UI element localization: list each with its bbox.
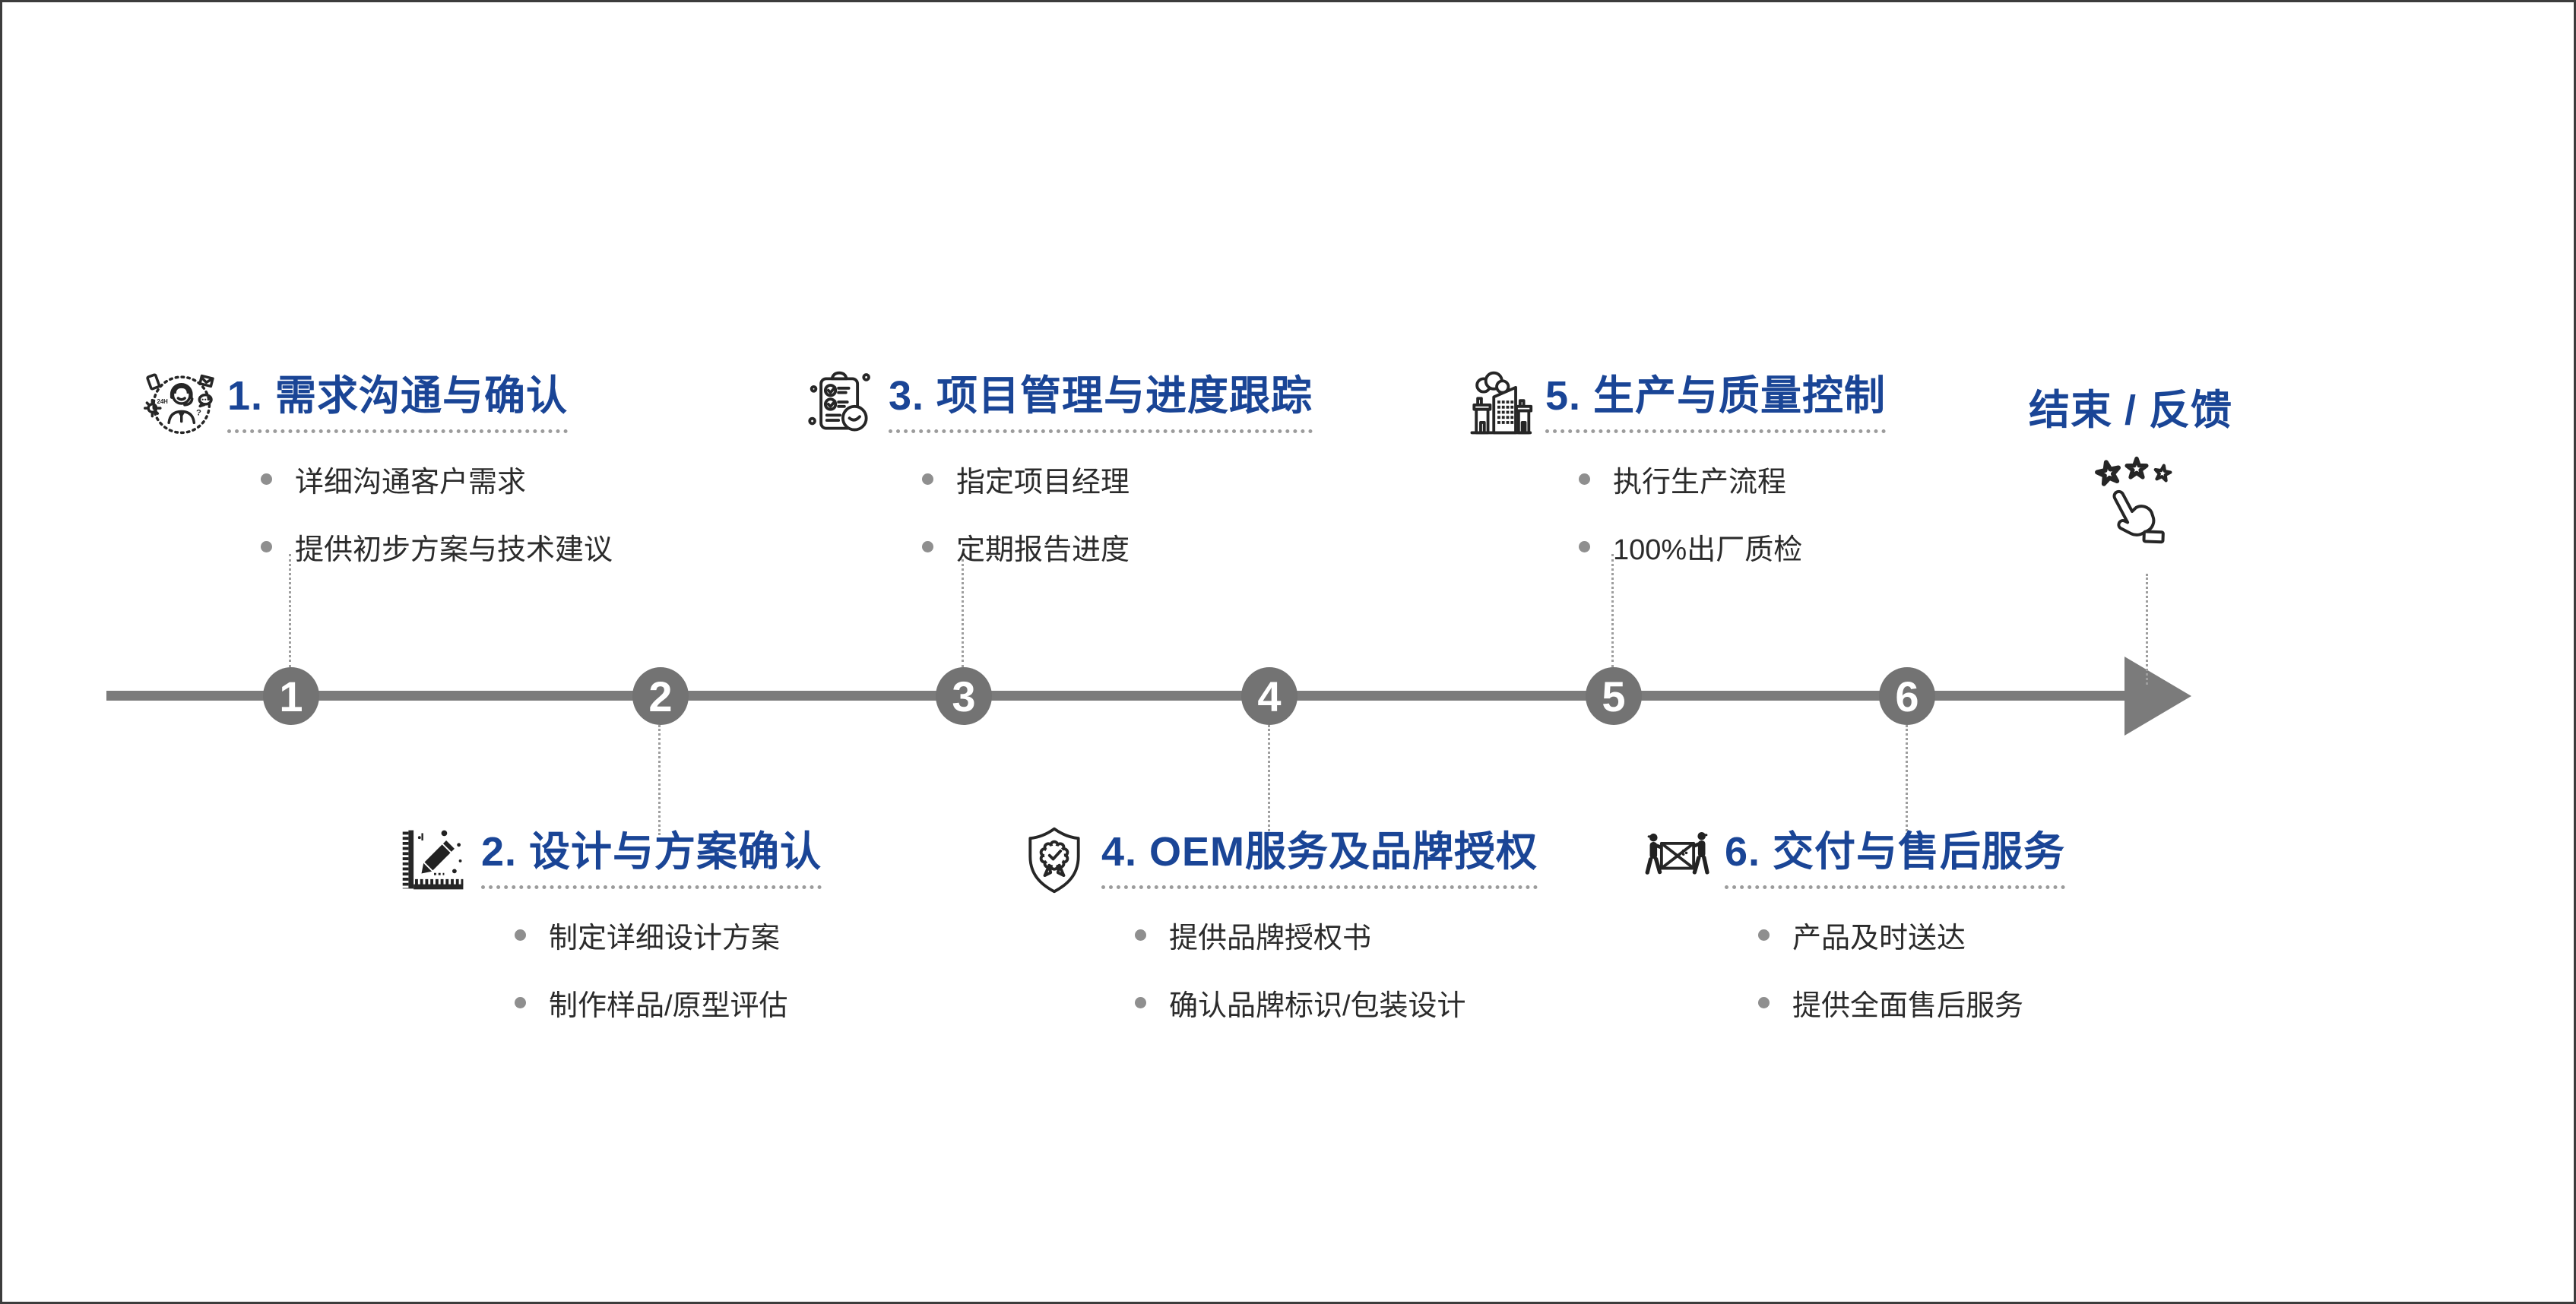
ruler-pencil-icon xyxy=(398,823,471,896)
step-6-bullets: 产品及时送达 提供全面售后服务 xyxy=(1758,914,2065,1024)
icon-24h-label: 24H xyxy=(157,398,168,405)
bullet-item: 产品及时送达 xyxy=(1758,914,2065,956)
timeline-node-2: 2 xyxy=(632,667,689,725)
step-6-title: 6. 交付与售后服务 xyxy=(1725,828,2066,875)
step-3-bullets: 指定项目经理 定期报告进度 xyxy=(922,458,1313,568)
node-number: 1 xyxy=(279,672,303,720)
step-1-bullets: 详细沟通客户需求 提供初步方案与技术建议 xyxy=(261,458,613,568)
step-6-title-underline xyxy=(1725,885,2066,890)
clipboard-checklist-clock-icon xyxy=(805,367,878,440)
dotted-connector-step-5 xyxy=(1611,554,1614,667)
bullet-item: 详细沟通客户需求 xyxy=(261,458,613,500)
timeline-node-5: 5 xyxy=(1586,667,1642,725)
step-2-title: 2. 设计与方案确认 xyxy=(481,828,822,875)
step-1-title: 1. 需求沟通与确认 xyxy=(227,372,569,419)
dotted-connector-step-4 xyxy=(1268,725,1270,835)
hand-click-stars-icon xyxy=(2090,455,2188,569)
node-number: 4 xyxy=(1257,672,1282,720)
shield-badge-icon xyxy=(1018,823,1091,896)
step-block-4: 4. OEM服务及品牌授权 提供品牌授权书 确认品牌标识/包装设计 xyxy=(1018,823,1538,1024)
step-5-title-wrap: 5. 生产与质量控制 xyxy=(1545,372,1887,434)
customer-service-icon: 24H ? xyxy=(144,367,217,440)
bullet-item: 制作样品/原型评估 xyxy=(515,982,822,1024)
step-block-1: 24H ? 1. 需求沟通与确认 详细沟通客户需求 提供初步方案与技术建议 xyxy=(144,367,613,568)
bullet-item: 制定详细设计方案 xyxy=(515,914,822,956)
dotted-connector-end-node xyxy=(2146,574,2148,685)
node-number: 6 xyxy=(1895,672,1919,720)
step-block-6: 6. 交付与售后服务 产品及时送达 提供全面售后服务 xyxy=(1641,823,2066,1024)
step-block-3: 3. 项目管理与进度跟踪 指定项目经理 定期报告进度 xyxy=(805,367,1313,568)
step-1-title-wrap: 1. 需求沟通与确认 xyxy=(227,372,569,434)
bullet-item: 定期报告进度 xyxy=(922,526,1313,568)
step-2-title-underline xyxy=(481,885,822,890)
node-number: 3 xyxy=(952,672,976,720)
bullet-item: 100%出厂质检 xyxy=(1579,526,1886,568)
step-4-title: 4. OEM服务及品牌授权 xyxy=(1101,828,1538,875)
step-5-title-underline xyxy=(1545,429,1887,434)
step-3-title: 3. 项目管理与进度跟踪 xyxy=(889,372,1313,419)
factory-icon xyxy=(1462,367,1535,440)
timeline-node-6: 6 xyxy=(1879,667,1935,725)
step-2-title-wrap: 2. 设计与方案确认 xyxy=(481,828,822,890)
dotted-connector-step-3 xyxy=(962,554,964,667)
step-4-bullets: 提供品牌授权书 确认品牌标识/包装设计 xyxy=(1135,914,1538,1024)
dotted-connector-step-2 xyxy=(658,725,661,835)
node-number: 5 xyxy=(1602,672,1626,720)
step-3-header: 3. 项目管理与进度跟踪 xyxy=(805,367,1313,440)
timeline-line xyxy=(106,691,2129,701)
step-4-title-underline xyxy=(1101,885,1538,890)
step-5-header: 5. 生产与质量控制 xyxy=(1462,367,1887,440)
step-5-title: 5. 生产与质量控制 xyxy=(1545,372,1887,419)
bullet-item: 提供品牌授权书 xyxy=(1135,914,1538,956)
step-6-title-wrap: 6. 交付与售后服务 xyxy=(1725,828,2066,890)
bullet-item: 执行生产流程 xyxy=(1579,458,1886,500)
step-1-title-underline xyxy=(227,429,569,434)
timeline-node-3: 3 xyxy=(936,667,992,725)
dotted-connector-step-1 xyxy=(289,554,291,667)
bullet-item: 提供全面售后服务 xyxy=(1758,982,2065,1024)
step-6-header: 6. 交付与售后服务 xyxy=(1641,823,2066,896)
step-2-bullets: 制定详细设计方案 制作样品/原型评估 xyxy=(515,914,822,1024)
step-block-5: 5. 生产与质量控制 执行生产流程 100%出厂质检 xyxy=(1462,367,1887,568)
node-number: 2 xyxy=(648,672,673,720)
timeline-node-1: 1 xyxy=(263,667,319,725)
step-3-title-wrap: 3. 项目管理与进度跟踪 xyxy=(889,372,1313,434)
dotted-connector-step-6 xyxy=(1906,725,1908,835)
step-4-header: 4. OEM服务及品牌授权 xyxy=(1018,823,1538,896)
step-block-2: 2. 设计与方案确认 制定详细设计方案 制作样品/原型评估 xyxy=(398,823,822,1024)
timeline-node-4: 4 xyxy=(1241,667,1298,725)
step-5-bullets: 执行生产流程 100%出厂质检 xyxy=(1579,458,1886,568)
timeline-arrowhead-icon xyxy=(2124,657,2191,736)
step-1-header: 24H ? 1. 需求沟通与确认 xyxy=(144,367,613,440)
bullet-item: 提供初步方案与技术建议 xyxy=(261,526,613,568)
end-node-title: 结束 / 反馈 xyxy=(2029,388,2233,433)
bullet-item: 确认品牌标识/包装设计 xyxy=(1135,982,1538,1024)
delivery-carriers-icon xyxy=(1641,823,1714,896)
bullet-item: 指定项目经理 xyxy=(922,458,1313,500)
step-2-header: 2. 设计与方案确认 xyxy=(398,823,822,896)
svg-text:?: ? xyxy=(196,409,201,418)
step-4-title-wrap: 4. OEM服务及品牌授权 xyxy=(1101,828,1538,890)
step-3-title-underline xyxy=(889,429,1313,434)
